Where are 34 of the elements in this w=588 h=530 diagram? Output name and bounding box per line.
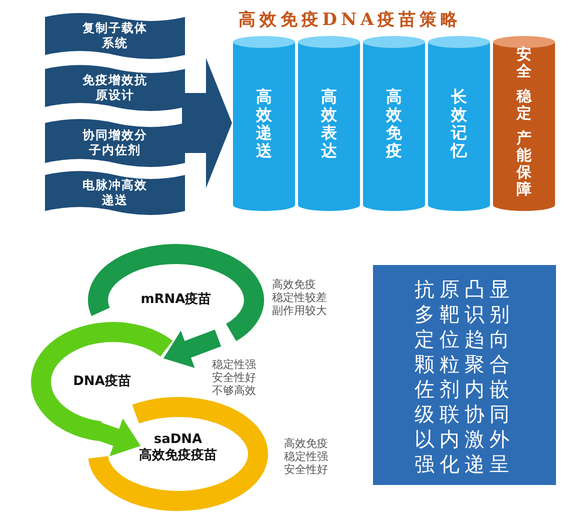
note-text: 不够高效 [212,384,256,397]
flag-box: 电脉冲高效递送 [45,170,185,216]
column-label: 高效递送 [255,88,273,160]
ring-label: mRNA疫苗 [140,292,212,308]
panel-line: 颗粒聚合 [414,352,516,377]
note-text: 安全性好 [212,371,256,384]
note-text: 副作用较大 [272,304,327,317]
column-label: 安全 [515,46,532,80]
text-panel [373,265,556,485]
panel-line: 以内激外 [414,427,516,452]
panel-line: 定位趋向 [414,327,516,352]
note-text: 稳定性强 [284,450,328,463]
flag-box: 免疫增效抗原设计 [45,64,185,112]
panel-line: 佐剂内嵌 [414,377,516,402]
ring-label: DNA疫苗 [72,374,132,390]
note-text: 高效免疫 [272,278,317,291]
arrow [164,330,222,368]
title: 高效免疫DNA疫苗策略 [237,9,463,31]
note-text: 稳定性较差 [272,291,327,304]
panel-line: 抗原凸显 [414,277,516,302]
column-label: 稳定 [515,88,533,122]
column-label: 产能保障 [515,130,532,198]
note-text: 安全性好 [284,463,328,476]
panel-line: 多靶识别 [414,302,516,327]
panel-line: 级联协同 [414,402,516,427]
flag-box: 协同增效分子内佐剂 [45,118,185,168]
column-label: 高效表达 [320,88,338,160]
panel-line: 强化递呈 [414,452,516,477]
flag-box: 复制子载体系统 [45,12,185,60]
column-label: 长效记忆 [450,88,468,160]
column-label: 高效免疫 [385,88,403,160]
note-text: 高效免疫 [284,437,328,450]
ring-label: saDNA 高效免疫疫苗 [138,432,218,464]
note-text: 稳定性强 [212,358,256,371]
